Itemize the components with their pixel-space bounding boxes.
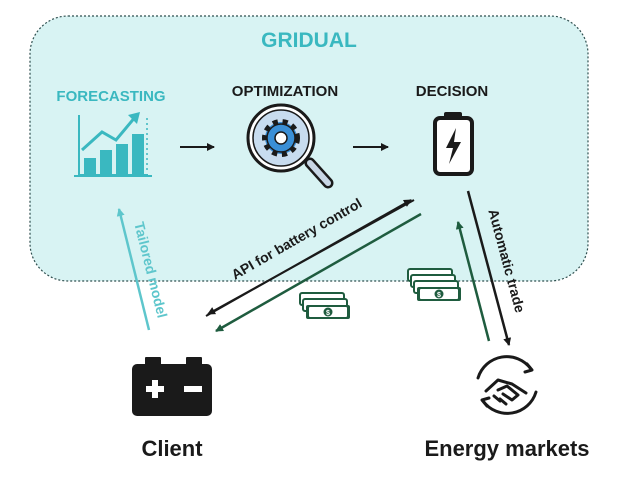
growth-chart-icon xyxy=(74,112,152,177)
api-arrow-to-client xyxy=(207,199,415,315)
automatic-trade-arrow xyxy=(466,190,512,346)
tailored-model-arrow xyxy=(116,208,151,331)
svg-text:$: $ xyxy=(437,292,441,299)
cash-stack-icon: $ xyxy=(299,292,350,319)
cash-stack-icon: $ xyxy=(407,268,461,301)
energy-markets-label: Energy markets xyxy=(424,436,589,461)
battery-plus-minus-icon xyxy=(132,357,212,416)
battery-bolt-icon xyxy=(433,112,474,176)
payment-arrow-to-client xyxy=(215,212,422,333)
region-title: GRIDUAL xyxy=(261,29,357,52)
stage-label-decision: DECISION xyxy=(416,83,489,100)
revenue-arrow-to-decision xyxy=(455,221,491,342)
svg-text:$: $ xyxy=(326,310,330,317)
gear-magnifier-icon xyxy=(246,103,334,189)
handshake-icon xyxy=(476,355,538,415)
client-label: Client xyxy=(141,436,203,461)
stage-label-forecasting: FORECASTING xyxy=(56,88,165,105)
stage-label-optimization: OPTIMIZATION xyxy=(232,83,338,100)
